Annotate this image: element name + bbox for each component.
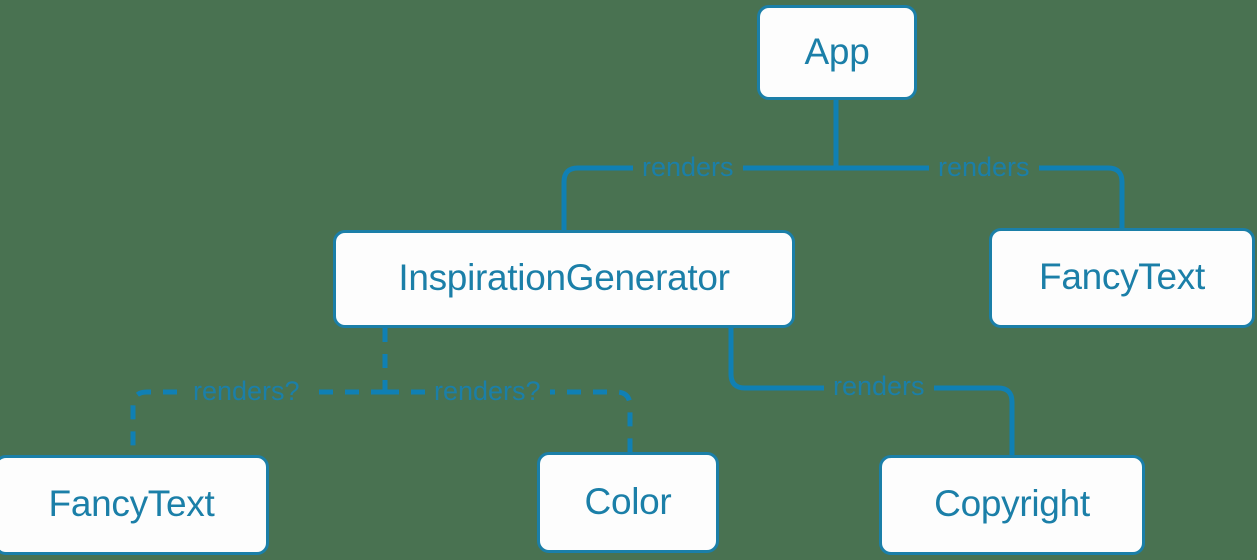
edge-label-inspiration-to-fancytext-bottom: renders? <box>184 376 309 407</box>
edge-label-inspiration-to-color: renders? <box>425 376 550 407</box>
edge-label-app-to-inspiration-generator: renders <box>633 152 743 183</box>
node-fancytext-right-label: FancyText <box>1039 256 1205 297</box>
edge-app-to-fancytext-right <box>833 165 1125 231</box>
node-inspiration-generator[interactable]: InspirationGenerator <box>333 230 795 328</box>
node-fancytext-bottom-label: FancyText <box>48 483 215 524</box>
edge-label-inspiration-to-copyright: renders <box>824 371 934 402</box>
node-color-label: Color <box>584 480 672 522</box>
edge-label-app-to-fancytext-right: renders <box>929 152 1039 183</box>
node-color[interactable]: Color <box>537 452 719 553</box>
node-fancytext-right[interactable]: FancyText <box>989 228 1255 328</box>
edge-inspiration-to-color <box>385 389 633 452</box>
node-inspiration-generator-label: InspirationGenerator <box>398 257 730 298</box>
node-fancytext-bottom[interactable]: FancyText <box>0 455 269 555</box>
edge-inspiration-to-fancytext-bottom <box>130 389 385 455</box>
node-app[interactable]: App <box>757 5 917 100</box>
node-copyright[interactable]: Copyright <box>879 455 1145 555</box>
edge-app-to-inspiration-generator <box>561 165 839 233</box>
node-copyright-label: Copyright <box>934 483 1090 524</box>
node-app-label: App <box>804 30 870 72</box>
